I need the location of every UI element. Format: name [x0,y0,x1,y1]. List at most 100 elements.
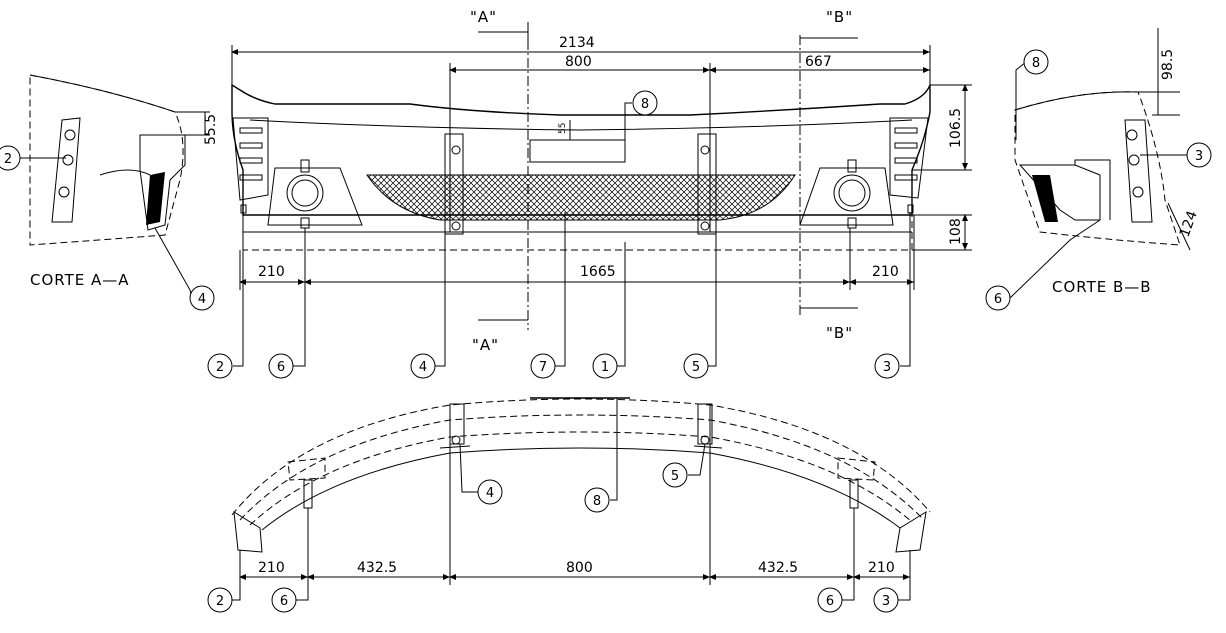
dim-right-edge-value: 210 [872,264,899,280]
top-balloon-4: 4 [477,479,503,505]
svg-text:3: 3 [882,594,890,609]
svg-text:6: 6 [826,594,834,609]
grille-mesh [366,174,796,221]
section-b-bolt-2 [1128,154,1140,166]
section-b-top-edge [1014,91,1139,111]
section-b-bottom-label: "B" [826,324,853,342]
right-fog-lamp [833,174,871,212]
section-b-dim-side-line [1167,202,1191,251]
svg-text:6: 6 [994,292,1002,307]
left-fog-lamp [286,174,324,212]
section-b-balloon-8: 8 [1023,49,1049,75]
leader-1 [617,242,626,367]
dim-right-offset-value: 667 [805,54,832,70]
section-a-leader-4 [154,227,193,299]
svg-text:7: 7 [539,360,547,375]
section-a-view: 55.5 2 4 CORTE A—A [0,74,219,311]
leader-8 [624,102,632,150]
top-bracket-4-line [439,445,471,449]
svg-text:2: 2 [4,152,12,167]
dim-inner-span-value: 1665 [580,264,616,280]
right-fog-lamp-inner [838,179,866,207]
svg-text:8: 8 [641,97,649,112]
top-fog-right [849,479,859,509]
balloon-4: 4 [410,353,436,379]
svg-text:6: 6 [280,594,288,609]
top-balloon-2: 2 [207,587,233,613]
section-a-dim-value: 55.5 [203,114,219,145]
svg-text:3: 3 [1195,149,1203,164]
top-dim-1-value: 210 [258,560,285,576]
right-side-bracket [889,117,929,214]
top-view: 210 432.5 800 432.5 210 4 5 8 2 6 6 3 [207,397,931,613]
top-leader-4 [459,443,478,493]
svg-text:6: 6 [277,360,285,375]
section-b-housing [1018,164,1101,221]
top-bracket-5-line [693,445,723,449]
balloon-6: 6 [268,353,294,379]
section-a-hatched-part [146,172,165,225]
right-fog-clip-top [847,159,857,173]
svg-text:5: 5 [671,469,679,484]
balloon-5: 5 [683,353,709,379]
leader-3 [900,212,911,367]
svg-text:8: 8 [1032,56,1040,71]
section-a-bolt-3 [58,186,70,198]
top-bracket-5-bolt [700,435,710,445]
plate-dim-value: 55 [558,123,568,134]
section-b-hatched-part [1032,175,1058,222]
section-b-balloon-6: 6 [985,285,1011,311]
top-balloon-3: 3 [873,587,899,613]
section-a-top-arrow [478,31,529,42]
section-b-leader-8 [1015,61,1027,140]
svg-text:2: 2 [216,360,224,375]
top-outline-outer [231,398,931,516]
section-a-balloon-2: 2 [0,145,21,171]
svg-text:5: 5 [692,360,700,375]
left-fog-lamp-inner [291,179,319,207]
top-outline-2 [239,414,923,521]
section-b-balloon-3: 3 [1186,142,1212,168]
dim-mount-span-value: 800 [565,54,592,70]
top-leader-3 [898,590,911,601]
svg-text:3: 3 [883,360,891,375]
svg-text:4: 4 [419,360,427,375]
left-fog-housing [267,167,363,226]
top-dim-5-value: 210 [868,560,895,576]
balloon-7: 7 [530,353,556,379]
top-leader-8 [610,398,618,501]
left-fog-clip-bottom [300,217,310,229]
leader-6 [293,228,306,367]
right-fog-housing [799,167,894,226]
top-leader-6b [842,590,855,601]
section-b-bracket [1124,119,1153,223]
dim-left-edge-value: 210 [258,264,285,280]
section-a-top-label: "A" [470,8,497,26]
right-fog-clip-bottom [847,217,857,229]
dim-height-bottom-value: 108 [948,218,964,245]
top-end-right [895,511,927,553]
section-a-top-edge [29,74,176,113]
top-balloon-6-right: 6 [817,587,843,613]
top-outline-3 [249,431,913,526]
balloon-3: 3 [874,353,900,379]
plate-area [529,139,626,163]
top-fog-right-box [837,457,876,481]
svg-text:4: 4 [486,486,494,501]
top-leader-5 [688,443,706,476]
mount-bracket-4 [444,133,464,235]
svg-text:8: 8 [593,494,601,509]
top-balloon-8: 8 [584,487,610,513]
top-outline-inner [261,447,901,531]
leader-4 [435,230,446,367]
mount-bracket-5 [697,133,717,235]
section-a-bolt-1 [64,129,76,141]
top-dim-4-value: 432.5 [758,560,798,576]
section-b-view: 98.5 124 8 3 6 CORTE B—B [985,28,1212,311]
svg-text:1: 1 [601,360,609,375]
section-b-leader-6 [1009,219,1101,299]
top-fog-left-box [287,457,326,481]
section-a-title: CORTE A—A [30,271,130,289]
section-b-dim-side-value: 124 [1177,209,1201,240]
